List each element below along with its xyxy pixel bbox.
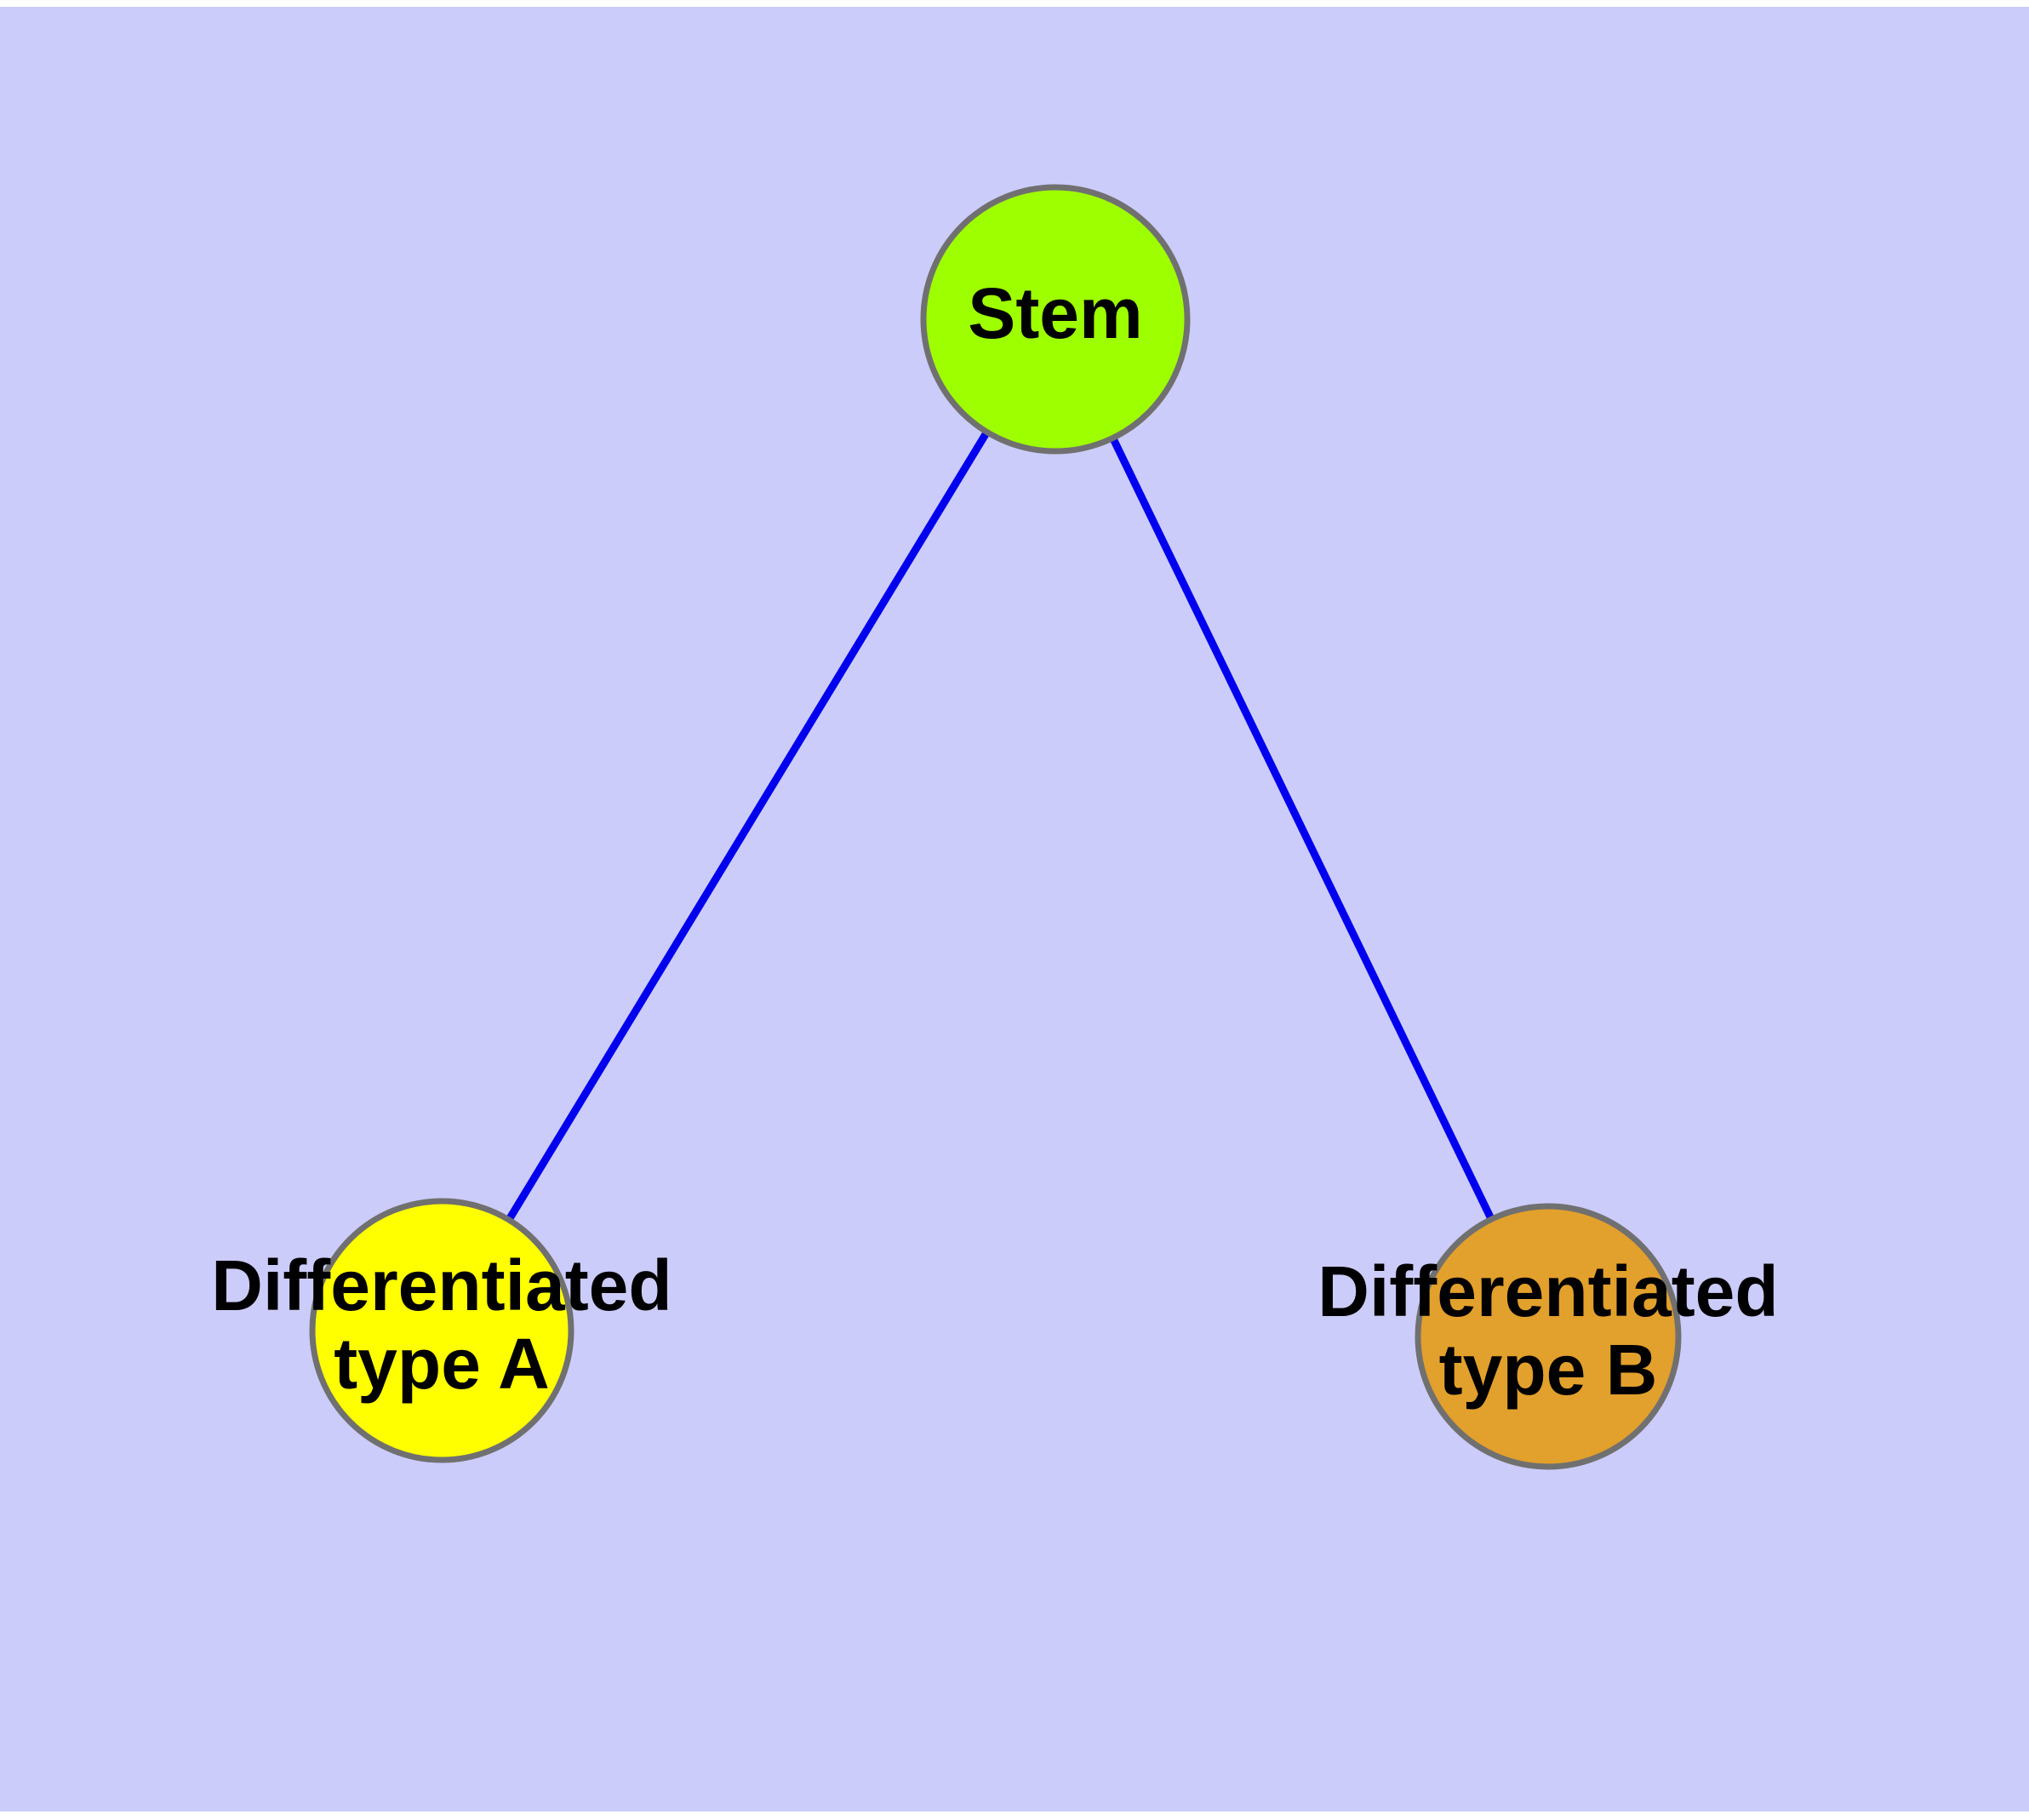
edge-stem-to-differentiated-type-a <box>438 317 1059 1333</box>
node-differentiated-type-a-circle[interactable] <box>309 1198 574 1463</box>
node-differentiated-type-b-label-line-2: type B <box>1439 1330 1658 1410</box>
edge-stem-to-differentiated-type-b <box>1051 318 1552 1338</box>
node-differentiated-type-a-label-line-1: Differentiated <box>211 1245 672 1325</box>
node-differentiated-type-b-label-line-1: Differentiated <box>1317 1251 1778 1331</box>
edges-layer <box>438 317 1552 1338</box>
node-stem[interactable]: Stem <box>920 184 1191 455</box>
node-stem-circle[interactable] <box>920 184 1191 455</box>
node-differentiated-type-a-label-line-2: type A <box>334 1324 550 1404</box>
node-differentiated-type-b-circle[interactable] <box>1415 1203 1682 1470</box>
node-stem-label-line-1: Stem <box>968 273 1142 353</box>
